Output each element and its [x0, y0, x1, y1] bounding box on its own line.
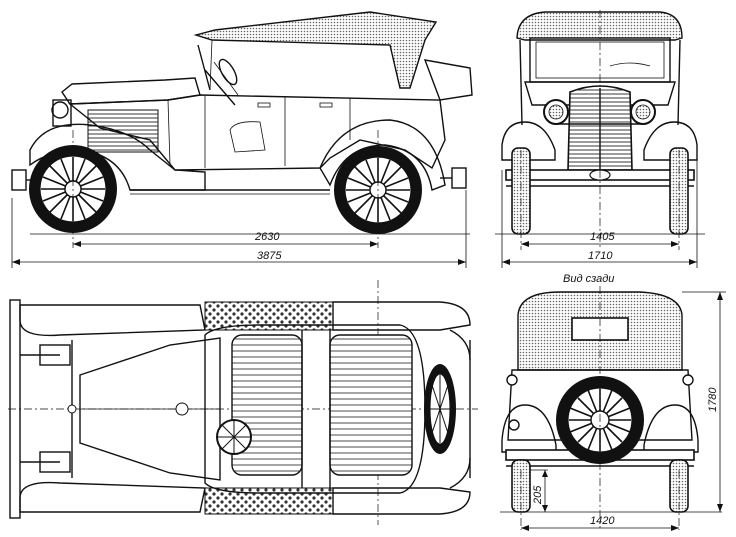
front-track-dim: 1405 [590, 231, 615, 243]
top-front-seat [231, 334, 303, 476]
top-hood [79, 337, 221, 481]
front-soft-top [516, 11, 683, 41]
top-running-board-upper [204, 301, 334, 331]
rear-track-dim: 1420 [590, 515, 615, 527]
top-running-board-lower [204, 487, 334, 515]
side-length-dim: 3875 [257, 250, 282, 262]
side-hood [61, 77, 201, 105]
rear-view-caption: Вид сзади [563, 273, 614, 285]
side-soft-top [193, 11, 438, 89]
front-view: 1405 1710 [495, 10, 705, 268]
side-wheelbase-dim: 2630 [254, 231, 280, 243]
top-steering-wheel [216, 419, 252, 455]
top-view [8, 280, 478, 525]
rear-clearance-dim: 205 [532, 485, 544, 505]
top-rear-seat [329, 334, 413, 476]
rear-height-dim: 1780 [707, 387, 719, 412]
side-hood-louvres [87, 109, 159, 153]
rear-view: Вид сзади [500, 273, 726, 531]
top-spare-wheel [424, 364, 456, 454]
front-width-dim: 1710 [588, 250, 613, 262]
side-view: 2630 3875 [11, 11, 473, 268]
